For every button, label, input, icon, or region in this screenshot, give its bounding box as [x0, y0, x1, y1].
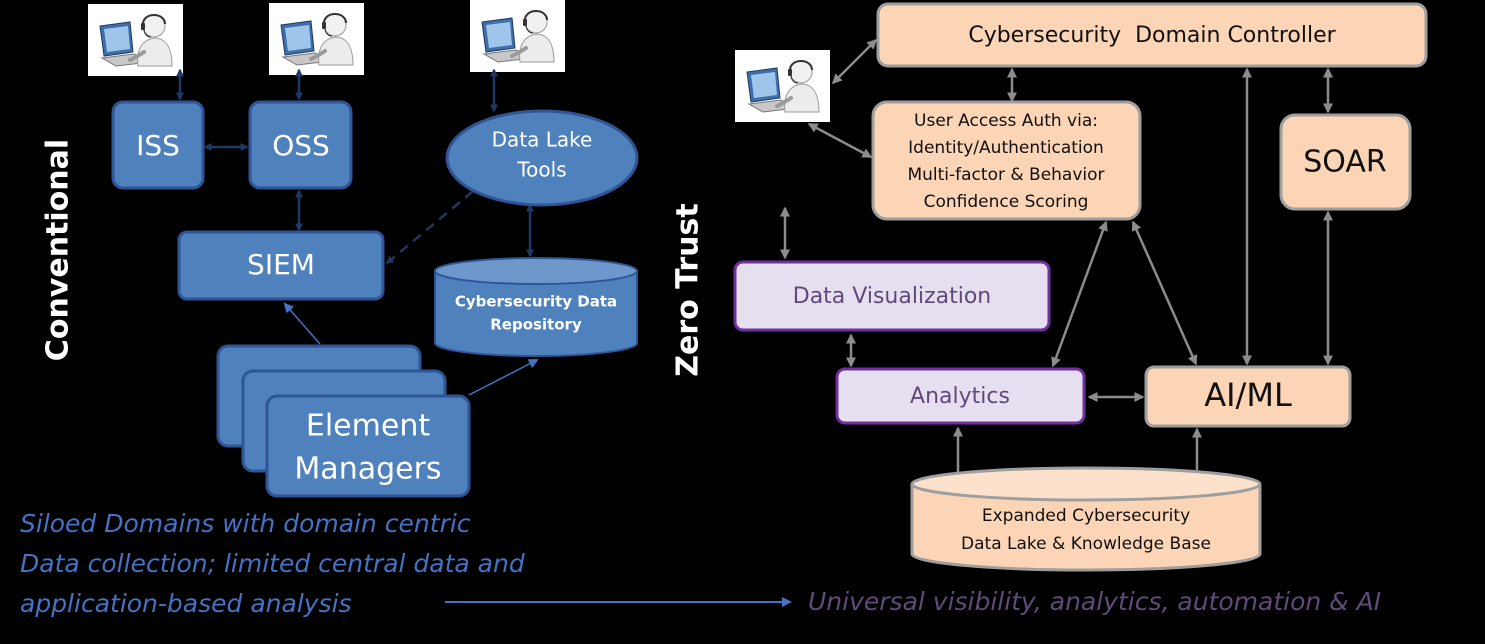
user-access-line4: Confidence Scoring	[924, 192, 1089, 212]
right-connectors	[780, 38, 1333, 490]
analytics-node: Analytics	[835, 367, 1086, 425]
conventional-caption-line3: application-based analysis	[20, 589, 352, 618]
data-lake-label-line1: Expanded Cybersecurity	[982, 506, 1190, 526]
data-lake-tools-label-line1: Data Lake	[492, 128, 593, 152]
element-managers-stack: Element Managers	[216, 344, 471, 498]
ai-ml-node: AI/ML	[1144, 365, 1352, 428]
conventional-caption-line1: Siloed Domains with domain centric	[20, 509, 471, 538]
zero-trust-caption: Universal visibility, analytics, automat…	[808, 587, 1381, 616]
oss-label: OSS	[272, 129, 330, 162]
soar-label: SOAR	[1303, 145, 1387, 180]
data-lake-label-line2: Data Lake & Knowledge Base	[961, 534, 1211, 554]
user-at-laptop-icon	[733, 48, 832, 124]
conventional-caption: Siloed Domains with domain centric Data …	[20, 509, 525, 618]
user-access-line3: Multi-factor & Behavior	[907, 165, 1104, 185]
domain-controller-label: Cybersecurity Domain Controller	[968, 23, 1336, 48]
user-at-laptop-icon	[267, 1, 366, 77]
left-connectors	[176, 68, 534, 264]
data-lake-tools-node: Data Lake Tools	[445, 109, 639, 207]
repository-label-line2: Repository	[490, 316, 582, 334]
iss-node: ISS	[111, 100, 205, 190]
data-visualization-label: Data Visualization	[793, 284, 991, 309]
iss-label: ISS	[136, 129, 180, 162]
domain-controller-node: Cybersecurity Domain Controller	[876, 2, 1428, 68]
data-visualization-node: Data Visualization	[733, 260, 1051, 332]
ai-ml-label: AI/ML	[1204, 376, 1292, 414]
conventional-caption-line2: Data collection; limited central data an…	[20, 549, 525, 578]
siem-node: SIEM	[177, 230, 385, 301]
oss-node: OSS	[248, 100, 353, 190]
cybersecurity-data-repository-node: Cybersecurity Data Repository	[434, 257, 638, 357]
user-access-auth-node: User Access Auth via: Identity/Authentic…	[871, 100, 1142, 221]
data-lake-tools-label-line2: Tools	[516, 158, 566, 182]
user-at-laptop-icon	[86, 2, 185, 78]
expanded-data-lake-node: Expanded Cybersecurity Data Lake & Knowl…	[910, 466, 1262, 572]
user-access-line2: Identity/Authentication	[908, 138, 1104, 158]
analytics-label: Analytics	[910, 384, 1010, 409]
element-manager-feeds	[283, 302, 539, 396]
element-managers-label-line2: Managers	[294, 452, 441, 487]
element-managers-label-line1: Element	[306, 409, 430, 444]
repository-label-line1: Cybersecurity Data	[455, 293, 617, 311]
conventional-section-label: Conventional	[41, 139, 76, 361]
user-at-laptop-icon	[468, 0, 567, 74]
siem-label: SIEM	[247, 248, 315, 281]
zero-trust-section-label: Zero Trust	[671, 203, 706, 376]
user-access-line1: User Access Auth via:	[914, 111, 1098, 131]
soar-node: SOAR	[1279, 113, 1412, 211]
